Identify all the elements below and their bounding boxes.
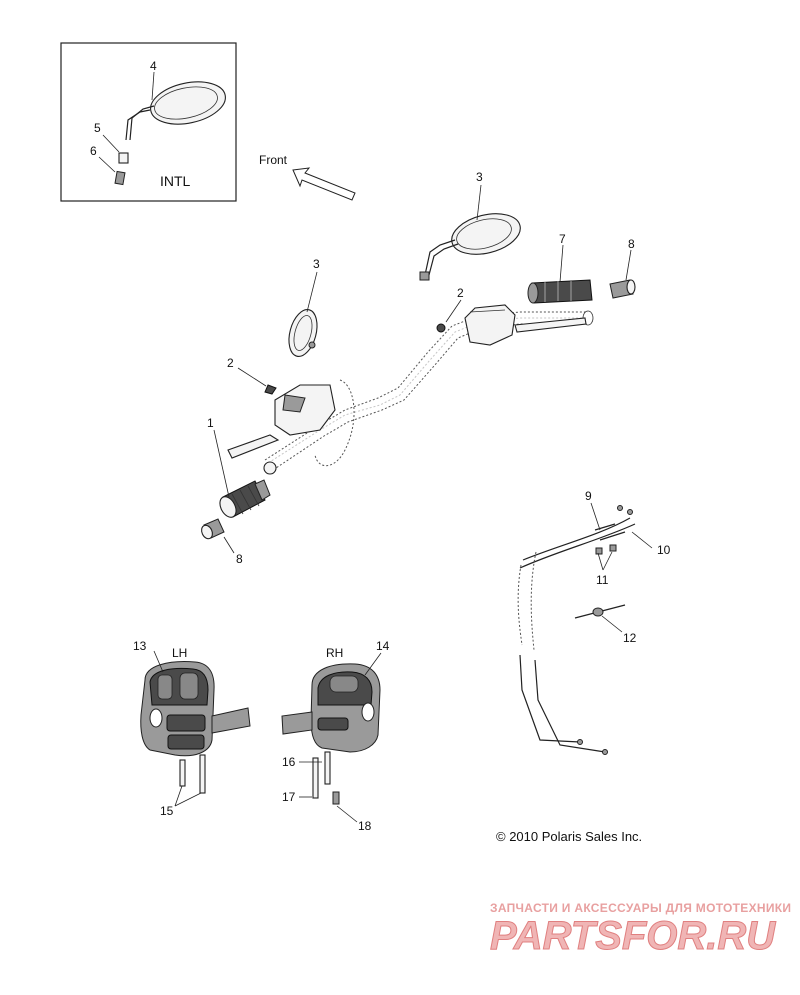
callout-10: 10 [657,543,671,557]
rh-switch-housing: 14 RH 16 17 18 [281,639,390,833]
callout-8-left: 8 [236,552,243,566]
callout-11: 11 [596,573,609,587]
callout-15: 15 [160,804,174,818]
copyright-text: © 2010 Polaris Sales Inc. [496,829,643,844]
intl-label: INTL [160,173,191,189]
callout-3-left-mirror: 3 [313,257,320,271]
callout-2-right: 2 [457,286,464,300]
mirror-right [419,213,521,281]
callout-9: 9 [585,489,592,503]
left-lever-assembly [227,384,336,459]
callout-12: 12 [623,631,637,645]
callout-6: 6 [90,144,97,158]
callout-17: 17 [282,790,296,804]
watermark-logo: PARTSFOR.RU [490,914,777,959]
bar-end-left [201,518,225,540]
rh-label: RH [326,646,343,660]
callout-4: 4 [150,59,157,73]
lh-switch-housing: 13 LH 15 [133,639,251,818]
watermark-tagline: ЗАПЧАСТИ И АКСЕССУАРЫ ДЛЯ МОТОТЕХНИКИ [490,901,792,915]
callout-8-right: 8 [628,237,635,251]
grip-right [527,279,593,304]
callout-16: 16 [282,755,296,769]
callout-2-left: 2 [227,356,234,370]
callout-14: 14 [376,639,390,653]
lh-label: LH [172,646,187,660]
main-callouts: 3 3 7 8 2 2 1 8 [207,170,635,566]
front-arrow: Front [259,153,356,201]
watermark-logo-text: PARTSFOR.RU [490,914,776,958]
throttle-cables: 9 10 11 12 [517,489,671,755]
callout-1: 1 [207,416,214,430]
intl-inset: 4 5 6 INTL [60,42,237,202]
callout-18: 18 [358,819,372,833]
callout-13: 13 [133,639,147,653]
front-label: Front [259,153,288,167]
bar-end-right [609,279,636,299]
right-lever-assembly [436,304,587,346]
grip-left [219,479,271,518]
callout-7: 7 [559,232,566,246]
mirror-left [288,309,318,357]
callout-5: 5 [94,121,101,135]
callout-3-right-mirror: 3 [476,170,483,184]
